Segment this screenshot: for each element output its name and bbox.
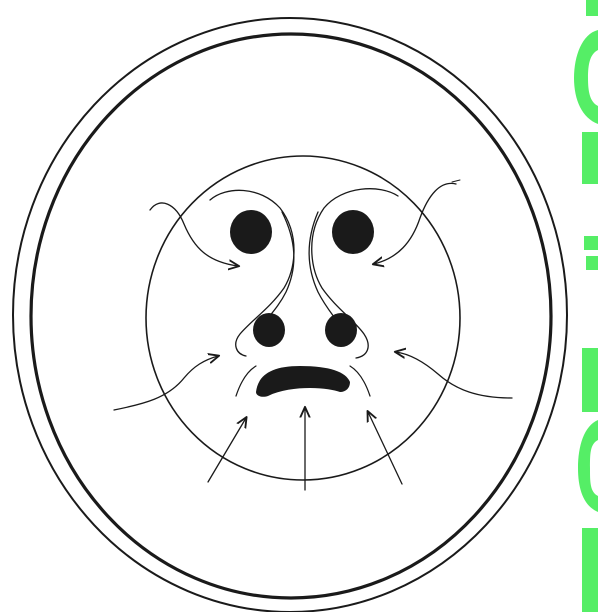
right-mouth-flow	[350, 366, 370, 396]
bottom-arrows	[208, 408, 402, 490]
right-nostril	[325, 313, 357, 347]
left-eye	[230, 210, 272, 254]
side-strip-block-8	[582, 528, 598, 612]
side-strip-block-3	[582, 132, 598, 184]
side-strip-block-5	[586, 256, 598, 270]
inner-circle	[146, 156, 460, 480]
eye-flow-lines	[150, 183, 456, 358]
left-nostril	[253, 313, 285, 347]
side-strip-block-1	[586, 0, 598, 16]
side-strip-block-7	[578, 420, 598, 512]
outer-ring	[13, 18, 567, 612]
bottom-left-arrow	[208, 418, 246, 482]
left-side-flow-arrow	[114, 356, 218, 410]
mouth	[256, 366, 350, 397]
left-mouth-flow	[236, 366, 256, 396]
right-outer-flow-arrow	[374, 183, 456, 264]
outer-ring-outer-circle	[13, 18, 567, 612]
left-outer-flow-arrow	[150, 203, 238, 266]
right-side-flow-arrow	[396, 352, 512, 398]
side-strip	[574, 0, 598, 612]
right-eye	[332, 210, 374, 254]
side-strip-block-4	[584, 236, 598, 250]
side-strip-block-6	[582, 348, 598, 412]
outer-ring-inner-circle	[31, 34, 551, 598]
stray-mark	[452, 180, 460, 182]
side-strip-block-2	[574, 30, 598, 124]
